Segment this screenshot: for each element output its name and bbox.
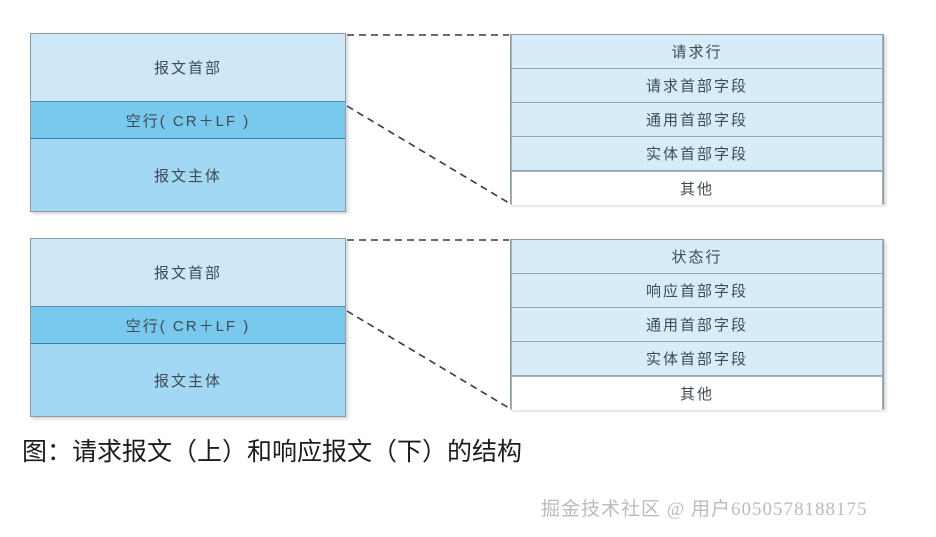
watermark-text: 掘金技术社区 @ 用户6050578188175 (541, 499, 868, 520)
request-segment-header: 报文首部 (31, 34, 345, 102)
request-detail-row-entity-header-fields: 实体首部字段 (511, 137, 883, 171)
request-message-box: 报文首部 空行( CR＋LF ) 报文主体 (30, 33, 346, 212)
request-segment-body: 报文主体 (31, 139, 345, 211)
response-detail-row-status-line: 状态行 (511, 240, 883, 274)
response-segment-body: 报文主体 (31, 344, 345, 416)
response-detail-row-response-header-fields: 响应首部字段 (511, 274, 883, 308)
figure-caption: 图：请求报文（上）和响应报文（下）的结构 (22, 439, 523, 466)
response-segment-header: 报文首部 (31, 239, 345, 307)
response-detail-row-entity-header-fields: 实体首部字段 (511, 342, 883, 376)
response-detail-row-other: 其他 (511, 376, 883, 410)
connector-diagonal-response (346, 310, 510, 409)
response-segment-blank-line: 空行( CR＋LF ) (31, 307, 345, 344)
request-detail-row-other: 其他 (511, 171, 883, 205)
request-detail-box: 请求行 请求首部字段 通用首部字段 实体首部字段 其他 (510, 34, 884, 205)
connector-diagonal-request (346, 105, 510, 204)
request-detail-row-request-line: 请求行 (511, 35, 883, 69)
response-detail-box: 状态行 响应首部字段 通用首部字段 实体首部字段 其他 (510, 239, 884, 410)
request-detail-row-general-header-fields: 通用首部字段 (511, 103, 883, 137)
response-message-box: 报文首部 空行( CR＋LF ) 报文主体 (30, 238, 346, 417)
response-detail-row-general-header-fields: 通用首部字段 (511, 308, 883, 342)
request-detail-row-request-header-fields: 请求首部字段 (511, 69, 883, 103)
request-segment-blank-line: 空行( CR＋LF ) (31, 102, 345, 139)
